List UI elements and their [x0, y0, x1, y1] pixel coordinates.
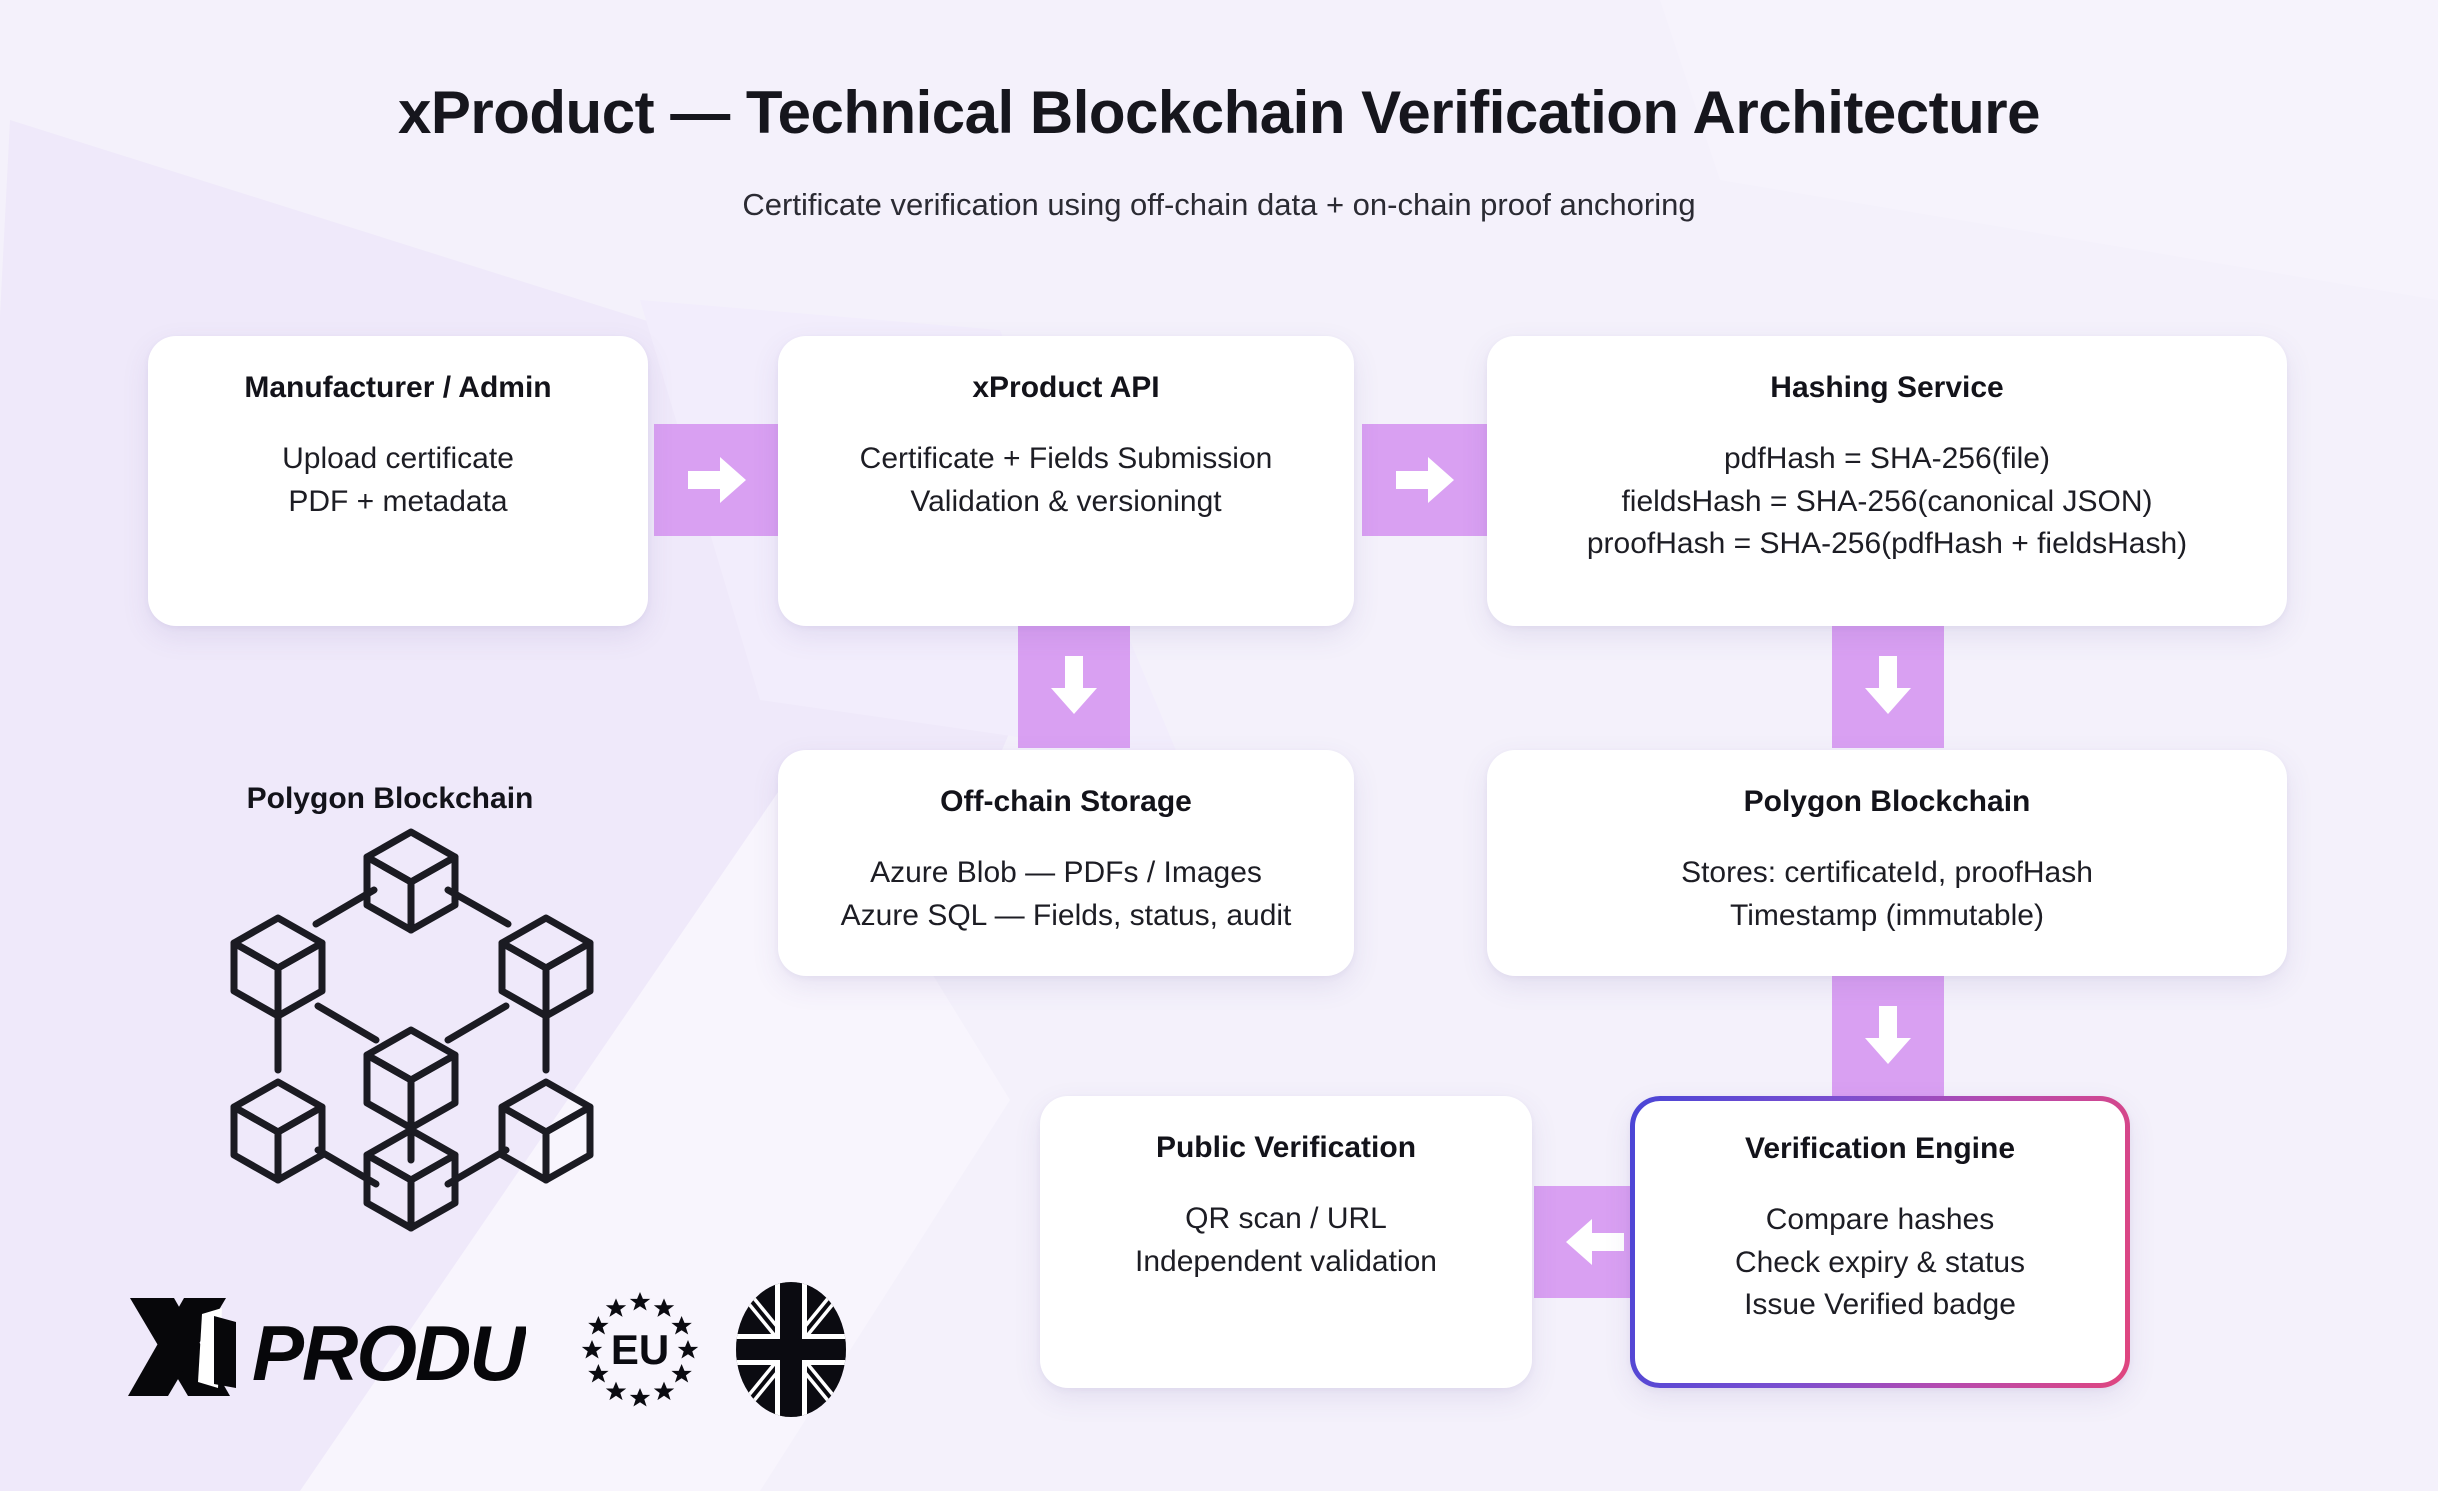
page-subtitle: Certificate verification using off-chain…: [742, 187, 1696, 222]
card-line: Azure SQL — Fields, status, audit: [840, 898, 1292, 932]
connector-api-to-storage: [1018, 622, 1130, 748]
card-title: Hashing Service: [1770, 371, 2004, 404]
card-manufacturer-admin[interactable]: Manufacturer / Admin Upload certificate …: [148, 336, 648, 626]
card-hashing-service[interactable]: Hashing Service pdfHash = SHA-256(file) …: [1487, 336, 2287, 626]
uk-flag-icon: [736, 1282, 846, 1417]
connector-polygon-to-engine: [1832, 972, 1944, 1098]
arrow-down-icon: [1865, 1006, 1911, 1064]
card-title: Verification Engine: [1744, 1132, 2016, 1165]
card-line: Upload certificate: [282, 442, 514, 475]
eu-badge: EU: [581, 1292, 699, 1407]
card-title: Manufacturer / Admin: [244, 371, 552, 404]
brand-wordmark: PRODUCT: [252, 1309, 526, 1397]
card-body: Certificate + Fields Submission Validati…: [860, 438, 1273, 523]
card-line: Timestamp (immutable): [1730, 898, 2044, 932]
card-body: Upload certificate PDF + metadata: [282, 438, 514, 523]
card-line: Azure Blob — PDFs / Images: [870, 856, 1262, 889]
card-line: PDF + metadata: [288, 484, 508, 518]
card-xproduct-api[interactable]: xProduct API Certificate + Fields Submis…: [778, 336, 1354, 626]
card-line: fieldsHash = SHA-256(canonical JSON): [1621, 484, 2153, 518]
page-header: xProduct — Technical Blockchain Verifica…: [0, 78, 2438, 223]
card-line: QR scan / URL: [1185, 1202, 1387, 1235]
card-body: pdfHash = SHA-256(file) fieldsHash = SHA…: [1587, 438, 2187, 566]
card-line: Issue Verified badge: [1744, 1288, 2016, 1322]
arrow-down-icon: [1051, 656, 1097, 714]
card-line: pdfHash = SHA-256(file): [1724, 442, 2050, 475]
arrow-right-icon: [688, 457, 746, 503]
xproduct-logo: PRODUCT: [128, 1298, 526, 1397]
card-body: Stores: certificateId, proofHash Timesta…: [1681, 852, 2093, 937]
blockchain-cubes-icon: [196, 820, 626, 1240]
card-line: Certificate + Fields Submission: [859, 442, 1273, 475]
card-polygon-blockchain[interactable]: Polygon Blockchain Stores: certificateId…: [1487, 750, 2287, 976]
card-title: xProduct API: [972, 371, 1160, 404]
x-logo-icon: [128, 1298, 236, 1396]
card-title: Public Verification: [1155, 1131, 1417, 1164]
eu-badge-label: EU: [611, 1326, 669, 1373]
connector-api-to-hashing: [1362, 424, 1488, 536]
card-line: Stores: certificateId, proofHash: [1681, 856, 2093, 889]
card-body: Compare hashes Check expiry & status Iss…: [1735, 1199, 2025, 1327]
page-title: xProduct — Technical Blockchain Verifica…: [398, 79, 2040, 146]
arrow-right-icon: [1396, 457, 1454, 503]
card-title: Off-chain Storage: [940, 785, 1192, 818]
card-body: Azure Blob — PDFs / Images Azure SQL — F…: [841, 852, 1292, 937]
card-line: Compare hashes: [1765, 1203, 1995, 1236]
card-verification-engine[interactable]: Verification Engine Compare hashes Check…: [1630, 1096, 2130, 1388]
card-line: Independent validation: [1135, 1244, 1437, 1278]
card-title: Polygon Blockchain: [1743, 785, 2031, 818]
arrow-left-icon: [1566, 1219, 1624, 1265]
arrow-down-icon: [1865, 656, 1911, 714]
connector-hashing-to-polygon: [1832, 622, 1944, 748]
card-line: Check expiry & status: [1734, 1245, 2026, 1279]
connector-manufacturer-to-api: [654, 424, 780, 536]
card-line: Validation & versioningt: [910, 484, 1222, 518]
card-line: proofHash = SHA-256(pdfHash + fieldsHash…: [1586, 527, 2188, 561]
illustration-label: Polygon Blockchain: [246, 782, 534, 815]
card-off-chain-storage[interactable]: Off-chain Storage Azure Blob — PDFs / Im…: [778, 750, 1354, 976]
card-body: QR scan / URL Independent validation: [1135, 1198, 1437, 1283]
card-public-verification[interactable]: Public Verification QR scan / URL Indepe…: [1040, 1096, 1532, 1388]
